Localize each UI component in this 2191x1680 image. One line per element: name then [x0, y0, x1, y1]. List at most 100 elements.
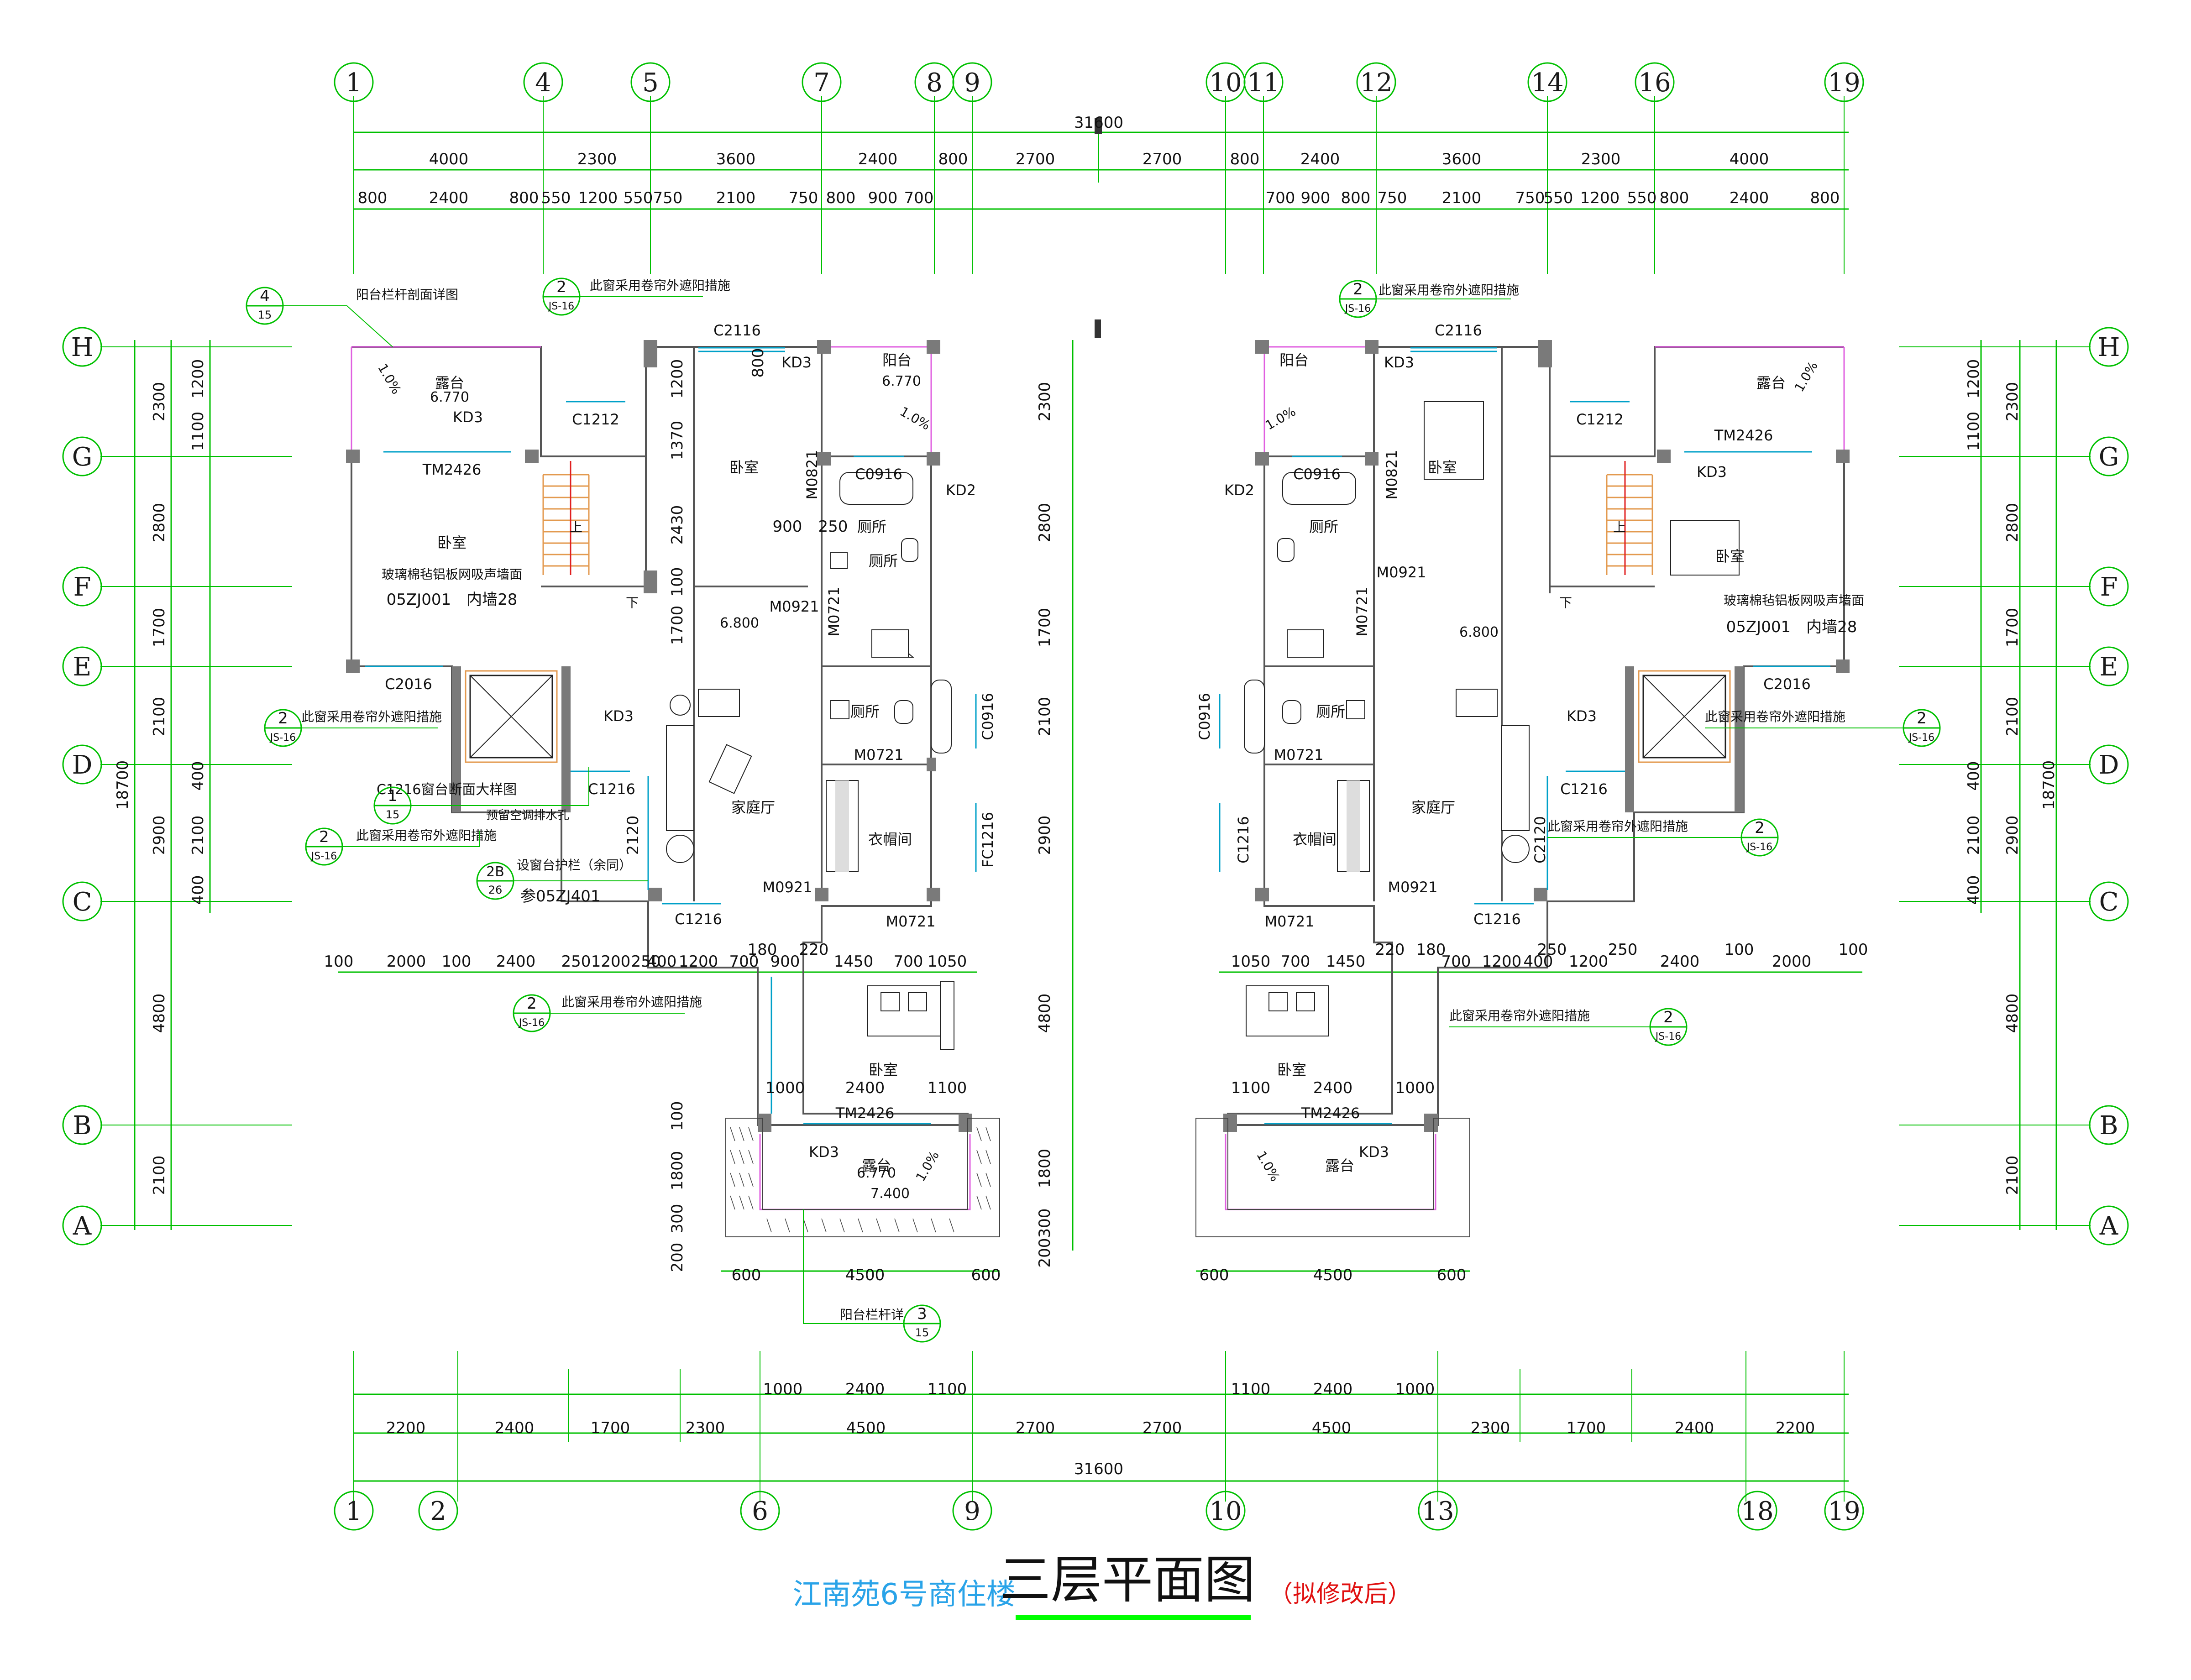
window-tag: C2120 [1531, 816, 1549, 864]
svg-text:1700: 1700 [668, 606, 687, 645]
svg-text:2: 2 [1353, 280, 1363, 298]
window-tag: TM2426 [1714, 427, 1773, 444]
svg-text:2000: 2000 [1772, 953, 1812, 971]
mid-dimension-text: 100 2000 100 2400 250 1200 250 400 1200 … [324, 941, 1868, 1284]
svg-text:2100: 2100 [2003, 697, 2022, 737]
left-unit-walls [346, 340, 1000, 1237]
svg-text:2300: 2300 [686, 1419, 725, 1437]
svg-text:400: 400 [189, 761, 207, 791]
svg-text:4000: 4000 [1730, 150, 1769, 168]
svg-text:250: 250 [1537, 941, 1567, 959]
kd-tag: KD3 [809, 1143, 839, 1161]
svg-text:2700: 2700 [1143, 150, 1182, 168]
window-tag: C0916 [855, 466, 902, 483]
axis-bubbles-right: H G F E D C B A [2089, 327, 2129, 1246]
svg-text:2800: 2800 [2003, 503, 2022, 543]
svg-text:1700: 1700 [591, 1419, 630, 1437]
svg-text:220: 220 [1375, 941, 1405, 959]
svg-text:1450: 1450 [834, 953, 874, 971]
svg-text:2300: 2300 [577, 150, 617, 168]
door-tag: M0821 [803, 450, 821, 499]
room-label: 露台 [1756, 374, 1786, 392]
svg-text:2: 2 [1755, 819, 1765, 837]
svg-text:B: B [2099, 1111, 2118, 1141]
svg-text:1050: 1050 [1231, 953, 1271, 971]
svg-text:2900: 2900 [150, 816, 168, 855]
svg-text:2100: 2100 [2003, 1156, 2022, 1195]
svg-text:E: E [73, 652, 92, 682]
slope-mark: 1.0% [375, 361, 404, 397]
svg-text:15: 15 [258, 309, 272, 321]
svg-text:2400: 2400 [1730, 189, 1769, 207]
svg-text:700: 700 [729, 953, 759, 971]
note-text: 阳台栏杆剖面详图 [356, 287, 458, 302]
svg-text:15: 15 [915, 1326, 929, 1339]
kd-tag: KD3 [453, 408, 483, 426]
svg-text:JS-16: JS-16 [1746, 842, 1772, 853]
stair-up: 上 [1613, 520, 1626, 535]
svg-text:10: 10 [1209, 1497, 1242, 1526]
note-text: 此窗采用卷帘外遮阳措施 [561, 994, 702, 1010]
door-tag: M0721 [886, 913, 935, 930]
room-label: 厕所 [1316, 703, 1345, 720]
svg-text:D: D [2099, 750, 2119, 780]
bottom-dimension-text: 2200 2400 1700 2300 4500 2700 2700 4500 … [386, 1380, 1815, 1478]
svg-text:900: 900 [868, 189, 898, 207]
room-label: 卧室 [1428, 459, 1457, 476]
svg-text:750: 750 [1378, 189, 1407, 207]
svg-text:2700: 2700 [1016, 150, 1055, 168]
axis-bubble: 10 [1206, 62, 1246, 102]
svg-text:26: 26 [488, 884, 503, 896]
axis-bubble: C [62, 881, 102, 921]
kd-tag: KD3 [1359, 1143, 1389, 1161]
axis-bubble: B [62, 1105, 102, 1145]
axis-bubble: 16 [1635, 62, 1675, 102]
svg-text:180: 180 [1416, 941, 1446, 959]
svg-text:250: 250 [818, 518, 848, 536]
room-label: 衣帽间 [1293, 831, 1337, 848]
svg-text:600: 600 [1200, 1266, 1229, 1284]
svg-text:B: B [73, 1111, 91, 1141]
svg-text:2900: 2900 [2003, 816, 2022, 855]
svg-text:1200: 1200 [1580, 189, 1620, 207]
svg-text:400: 400 [1965, 875, 1983, 905]
door-tag: M0921 [1388, 879, 1437, 896]
svg-text:100: 100 [324, 953, 354, 971]
axis-bubbles-left: H G F E D C B A [62, 327, 102, 1246]
axis-bubbles-bottom: 1 2 6 9 10 13 18 19 [334, 1491, 1864, 1531]
window-tag: C1216 [1473, 911, 1521, 928]
stair-down: 下 [626, 595, 639, 610]
svg-text:JS-16: JS-16 [1344, 303, 1371, 314]
note-text: 此窗采用卷帘外遮阳措施 [1449, 1008, 1590, 1023]
window-tag: C1216 [1235, 816, 1252, 864]
svg-text:A: A [2099, 1211, 2118, 1241]
room-label: 卧室 [1715, 548, 1745, 565]
detail-mark: 2JS-16 [513, 994, 551, 1032]
svg-text:18700: 18700 [114, 760, 132, 810]
window-tag: C2116 [713, 322, 761, 339]
axis-bubble: D [2089, 744, 2129, 785]
room-label: 露台 [1325, 1157, 1354, 1174]
svg-text:2300: 2300 [150, 382, 168, 422]
door-tag: M0921 [762, 879, 812, 896]
room-label: 家庭厅 [731, 799, 775, 816]
axis-bubble: 12 [1356, 62, 1396, 102]
detail-mark: 2JS-16 [1339, 280, 1377, 318]
svg-text:300: 300 [1036, 1209, 1054, 1238]
svg-text:2800: 2800 [1036, 503, 1054, 543]
left-elevator-shaft [465, 670, 558, 763]
axis-bubble: G [62, 436, 102, 476]
right-unit-walls [1195, 340, 1850, 1237]
axis-bubble: 8 [914, 62, 954, 102]
svg-text:1100: 1100 [1965, 412, 1983, 451]
note-text: 此窗采用卷帘外遮阳措施 [1547, 819, 1688, 834]
svg-text:2400: 2400 [1660, 953, 1700, 971]
axis-bubble: 5 [630, 62, 671, 102]
svg-text:1000: 1000 [1395, 1380, 1435, 1398]
room-label: 卧室 [729, 459, 759, 476]
svg-text:2400: 2400 [858, 150, 898, 168]
svg-text:800: 800 [1230, 150, 1260, 168]
svg-text:700: 700 [1266, 189, 1295, 207]
window-tag: C0916 [1196, 693, 1213, 740]
axis-bubble: 11 [1243, 62, 1284, 102]
